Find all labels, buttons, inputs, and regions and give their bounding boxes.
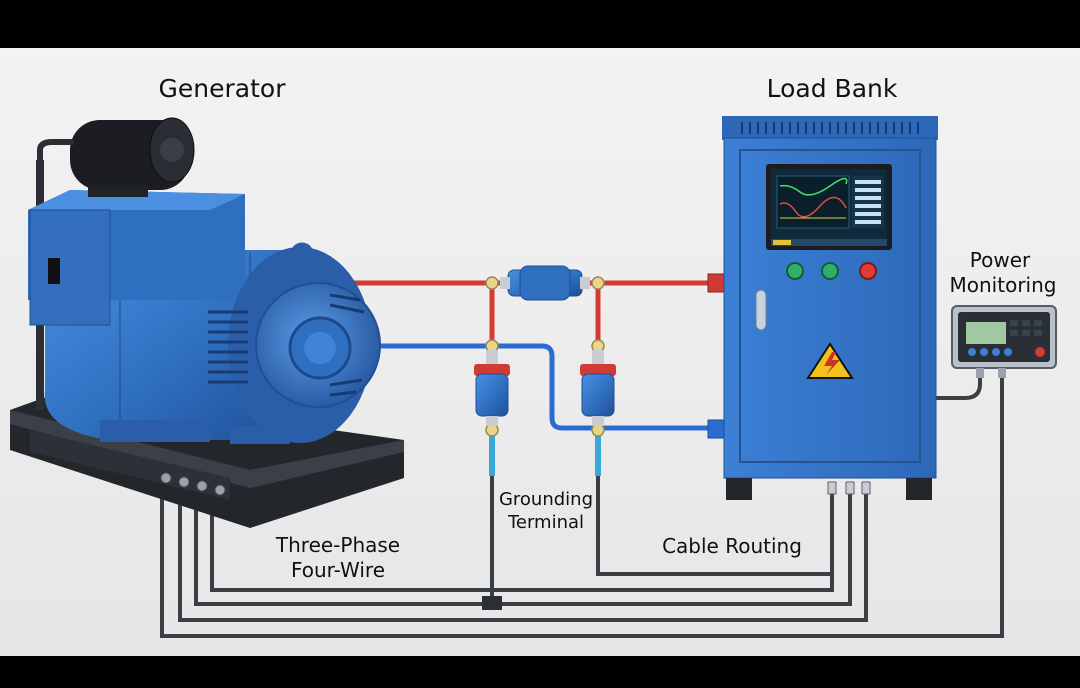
green-button-icon[interactable] (786, 262, 804, 280)
three-phase-label-2: Four-Wire (291, 558, 385, 582)
power-monitor (951, 305, 1057, 378)
cable-harness (160, 370, 1004, 638)
power-monitoring-label-2: Monitoring (950, 273, 1057, 297)
neutral-wire (357, 343, 719, 431)
load-bank-label: Load Bank (767, 74, 898, 103)
control-switch-icon (48, 258, 60, 284)
grounding-label-2: Terminal (507, 512, 584, 533)
green-button-icon[interactable] (821, 262, 839, 280)
three-phase-label-1: Three-Phase (275, 533, 400, 557)
ground-junction (482, 596, 502, 610)
fan-vents (208, 293, 365, 397)
grounding-terminal-left (474, 350, 510, 426)
load-bank-display (766, 164, 892, 250)
wire-junctions (485, 276, 605, 437)
cabinet-handle[interactable] (755, 289, 767, 331)
generator (10, 117, 404, 528)
inline-coupler (500, 265, 590, 301)
power-monitoring-label-1: Power (970, 248, 1031, 272)
red-button-icon[interactable] (859, 262, 877, 280)
generator-label: Generator (159, 74, 287, 103)
grounding-label-1: Grounding (499, 489, 593, 510)
high-voltage-warning-icon (806, 342, 854, 379)
cable-routing-label: Cable Routing (662, 534, 802, 558)
cabinet-input-terminals (707, 273, 725, 439)
load-bank-cabinet (722, 116, 938, 500)
grounding-terminal-right (580, 350, 616, 426)
